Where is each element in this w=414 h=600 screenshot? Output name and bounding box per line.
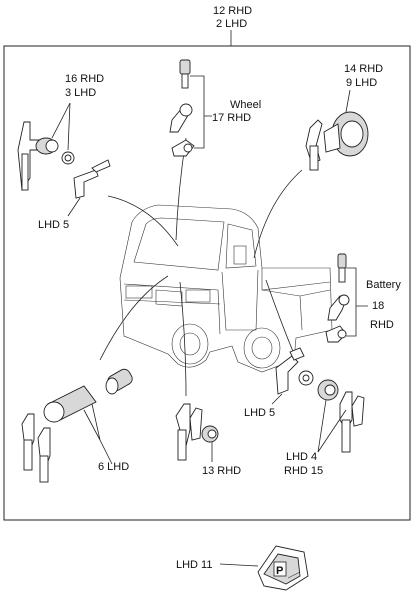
wheel-lock-part xyxy=(169,59,212,157)
knob-letter: P xyxy=(276,565,283,577)
label-tr-lhd: 9 LHD xyxy=(346,77,377,89)
label-wheel-num: 17 RHD xyxy=(212,112,251,124)
tailgate-lock-part xyxy=(271,347,365,453)
clip-part-left xyxy=(67,159,111,217)
ignition-lock-part xyxy=(305,89,369,171)
label-wheel-title: Wheel xyxy=(230,99,261,111)
label-top-rhd: 12 RHD xyxy=(213,5,252,17)
label-battery-rhd: RHD xyxy=(370,319,394,331)
label-bl-lhd6: 6 LHD xyxy=(98,461,129,473)
truck-illustration xyxy=(119,204,333,373)
label-lhd5-right: LHD 5 xyxy=(244,407,275,419)
label-tr-rhd: 14 RHD xyxy=(344,63,383,75)
glovebox-lock-part xyxy=(175,403,219,462)
label-lhd5-left: LHD 5 xyxy=(38,219,69,231)
label-top-lhd: 2 LHD xyxy=(216,18,247,30)
label-bottom-lhd11: LHD 11 xyxy=(176,559,212,571)
label-tl-rhd: 16 RHD xyxy=(65,73,104,85)
label-battery-title: Battery xyxy=(366,279,401,291)
knob-callout-line xyxy=(219,563,259,567)
label-bc-rhd13: 13 RHD xyxy=(202,465,241,477)
label-battery-num: 18 xyxy=(372,300,384,312)
pointer-lines xyxy=(99,137,303,397)
label-r-lhd4: LHD 4 xyxy=(286,451,317,463)
label-r-rhd15: RHD 15 xyxy=(284,465,323,477)
door-lock-set-part xyxy=(17,102,75,192)
diagram-frame xyxy=(3,45,411,521)
shift-knob-part: P xyxy=(257,545,309,591)
battery-lock-part xyxy=(325,253,368,343)
door-cylinder-part xyxy=(21,368,133,483)
label-tl-lhd: 3 LHD xyxy=(65,87,96,99)
